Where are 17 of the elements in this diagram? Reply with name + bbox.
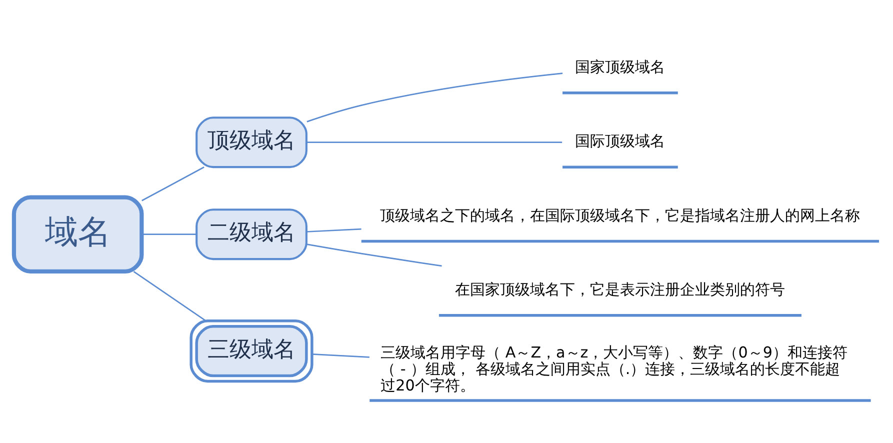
connector	[306, 243, 442, 266]
connector	[133, 270, 206, 321]
node-text: 国际顶级域名	[575, 132, 666, 150]
connector	[306, 141, 562, 143]
connector	[306, 228, 362, 232]
node-text: 国家顶级域名	[575, 58, 666, 76]
node-box: 顶级域名	[196, 116, 308, 168]
connector	[142, 233, 196, 235]
node-box: 三级域名	[190, 319, 314, 382]
connector	[142, 166, 204, 201]
node-box: 域名	[12, 194, 144, 273]
node-text: 三级域名用字母（ A～Z，a～z，大小写等）、数字（0～9）和连接符（ - ）组成， 各级域名之间用实点（.）连接，三级域名的长度不能超过20个字符。	[380, 343, 848, 394]
connector	[312, 353, 370, 358]
connector	[306, 72, 563, 122]
node-text: 顶级域名之下的域名，在国际顶级域名下，它是指域名注册人的网上名称	[380, 206, 860, 224]
node-text: 在国家顶级域名下，它是表示注册企业类别的符号	[455, 280, 786, 298]
node-box: 二级域名	[196, 208, 308, 260]
